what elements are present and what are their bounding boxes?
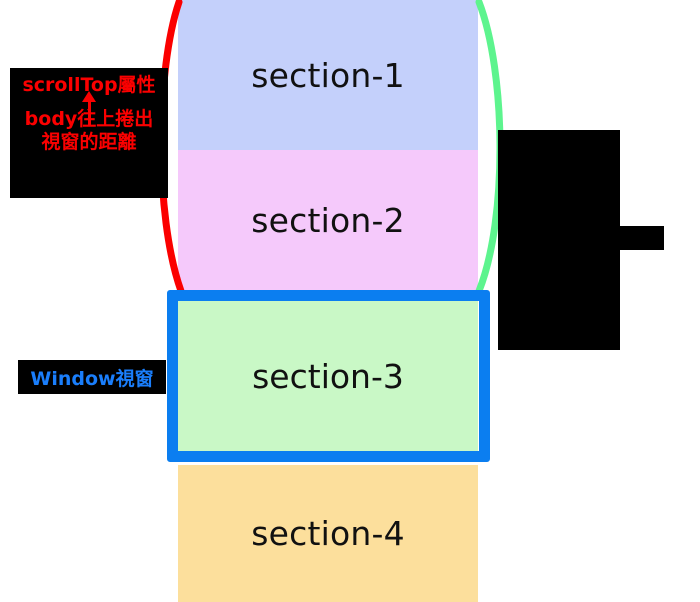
section-2-label: section-2 <box>251 200 405 240</box>
section-4-block: section-4 <box>178 465 478 602</box>
scrollheight-label: Sc <box>72 228 95 248</box>
scrollheight-label-mask <box>592 226 664 250</box>
scrolltop-callout-box: scrollTop屬性 body往上捲出 視窗的距離 <box>10 68 168 198</box>
section-3-block: section-3 <box>178 301 478 451</box>
right-green-arc <box>475 0 504 295</box>
window-callout-label: Window視窗 <box>30 367 154 390</box>
section-3-label: section-3 <box>252 356 404 396</box>
scrolltop-property-label: scrollTop屬性 <box>22 74 156 96</box>
window-callout-box: Window視窗 <box>18 360 166 394</box>
section-1-label: section-1 <box>251 55 405 95</box>
section-2-block: section-2 <box>178 150 478 290</box>
scrollheight-label-mask-inner <box>586 226 596 250</box>
scrolltop-description-line-2: 視窗的距離 <box>41 131 137 153</box>
section-4-label: section-4 <box>251 514 405 553</box>
section-1-block: section-1 <box>178 0 478 150</box>
